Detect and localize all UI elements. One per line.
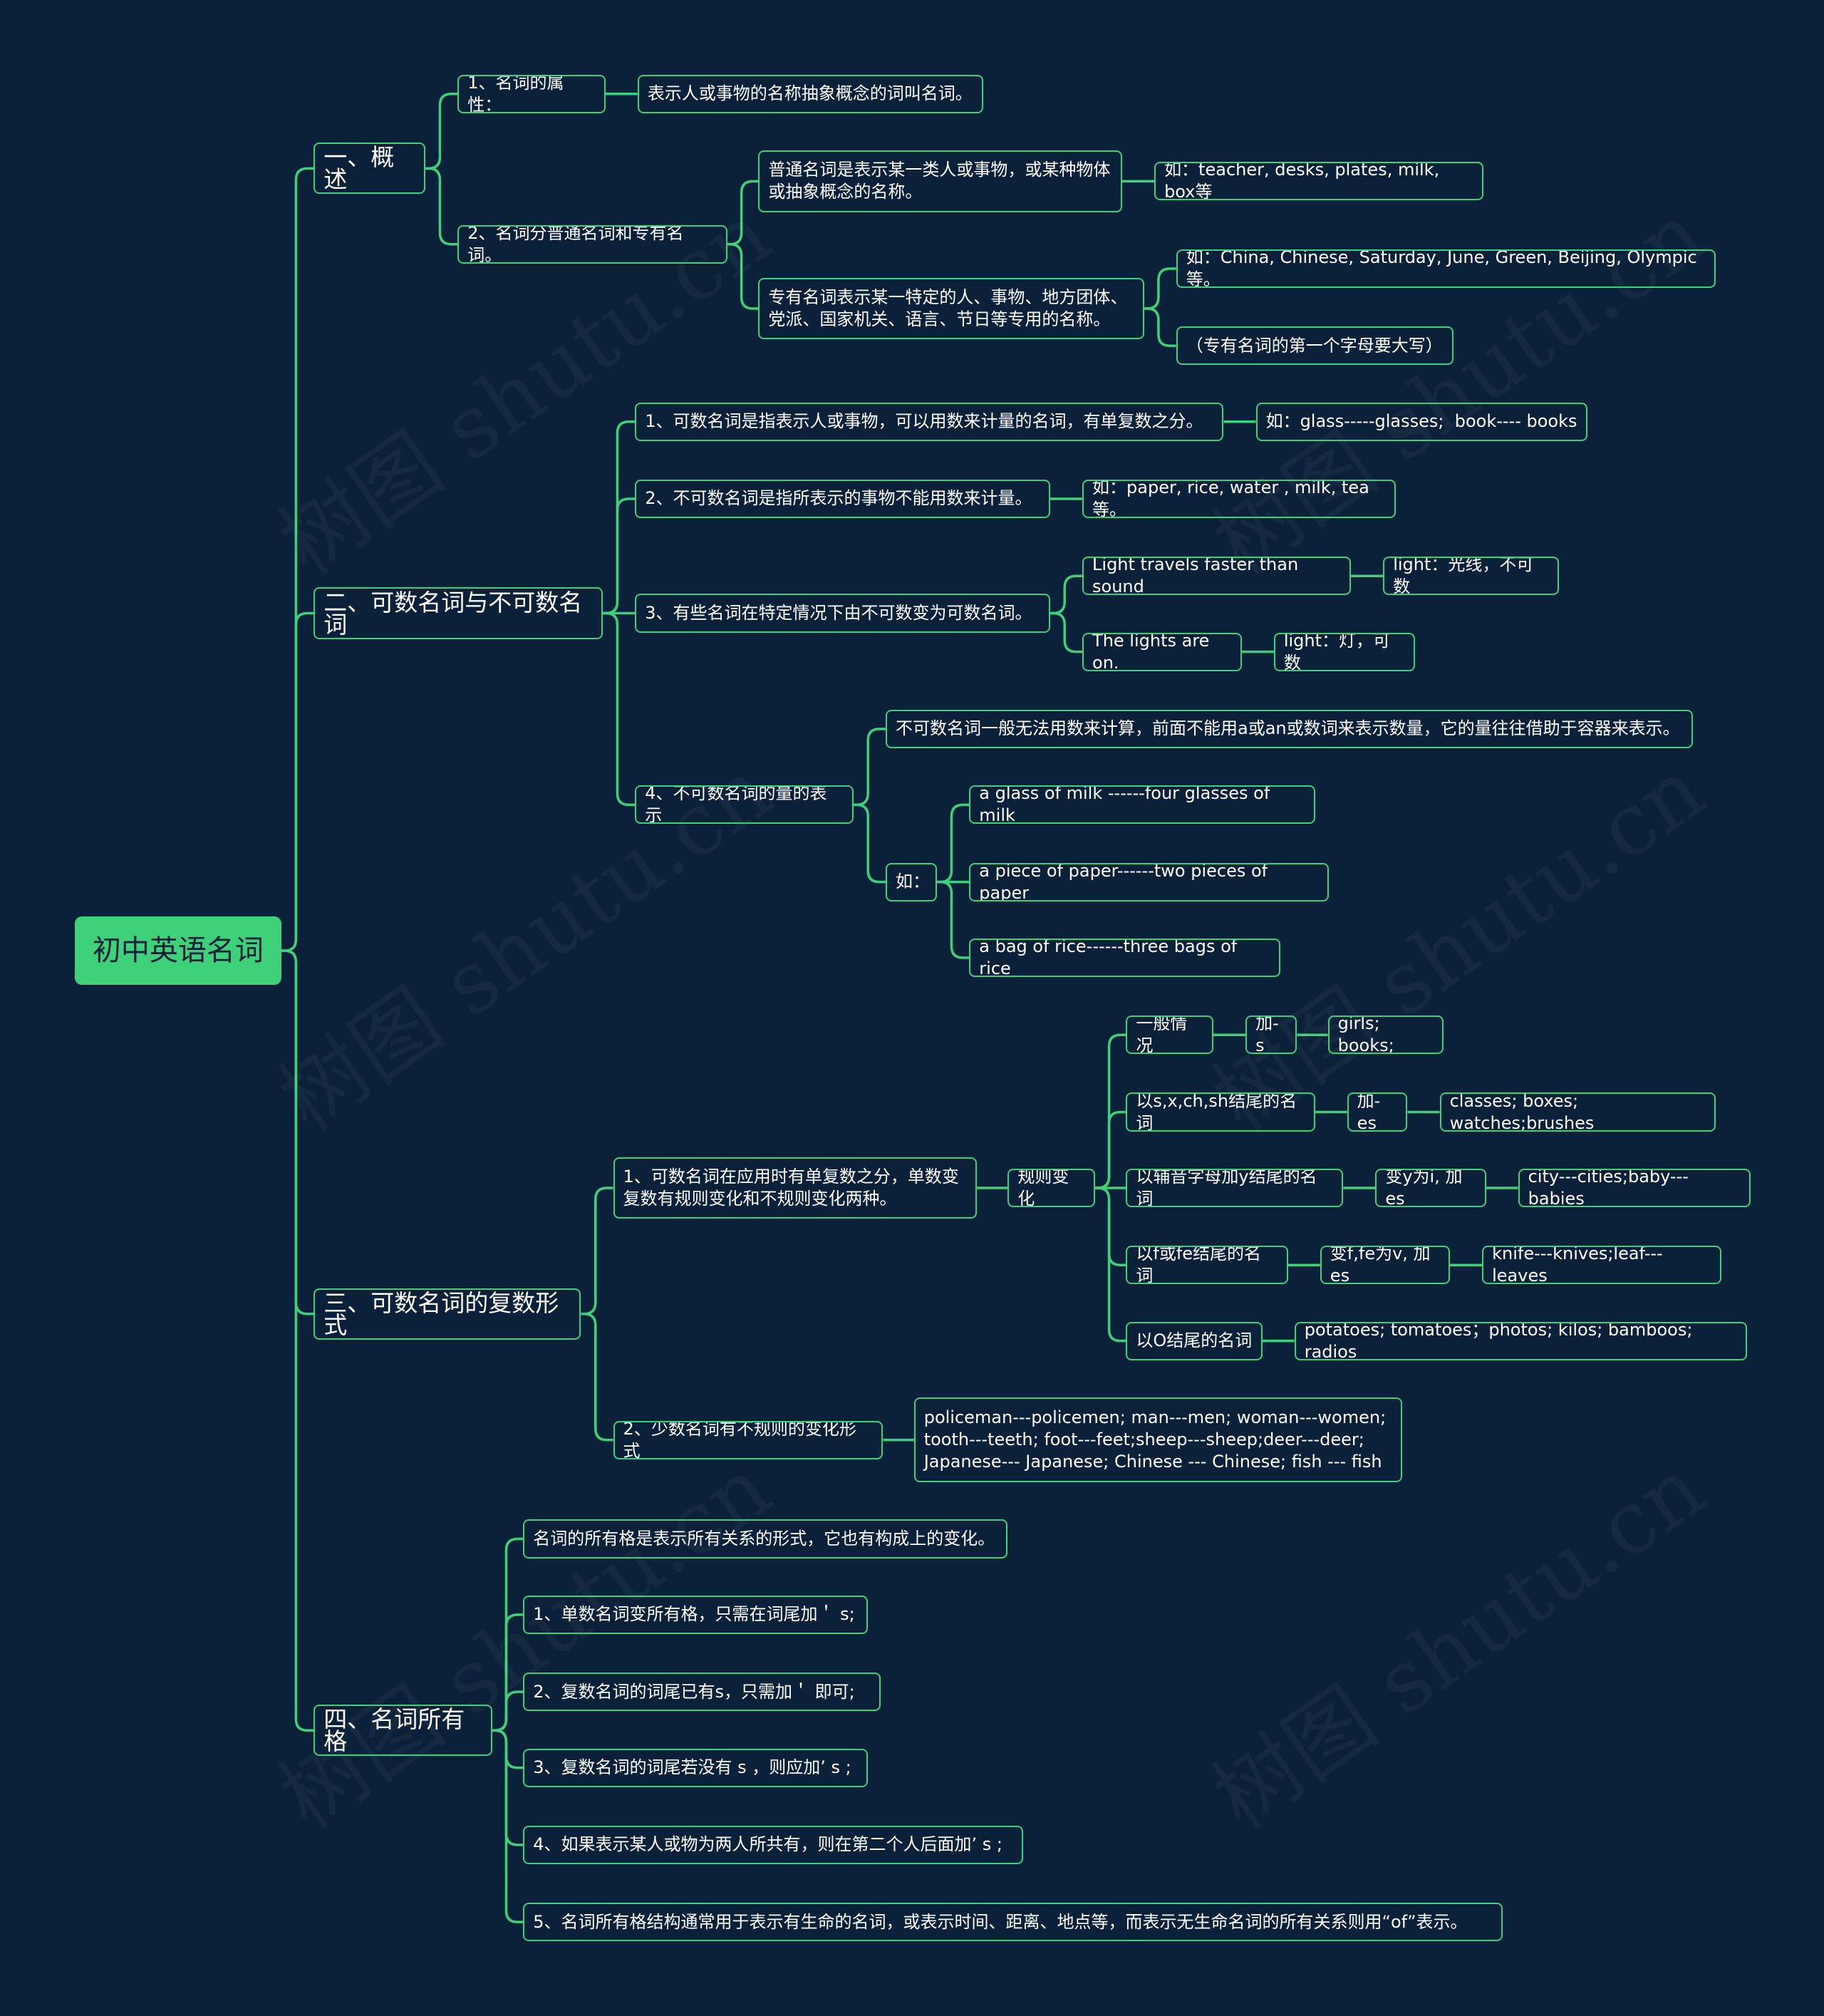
subtopic-s2-0-0[interactable]: 规则变化: [1007, 1168, 1096, 1208]
subtopic-s1-0[interactable]: 1、可数名词是指表示人或事物，可以用数来计量的名词，有单复数之分。: [635, 402, 1224, 441]
connector-line: [937, 803, 970, 884]
subtopic-s2-1-0[interactable]: policeman---policemen; man---men; woman-…: [913, 1397, 1403, 1483]
subtopic-s1-3-0[interactable]: 不可数名词一般无法用数来计算，前面不能用a或an或数词来表示数量，它的量往往借助…: [886, 709, 1693, 748]
subtopic-s2-0-0-0-0-0[interactable]: girls; books;: [1327, 1015, 1444, 1055]
subtopic-s3-2[interactable]: 2、复数名词的词尾已有s，只需加＇ 即可;: [523, 1673, 881, 1712]
connector-line: [603, 611, 636, 807]
connector-line: [492, 1537, 524, 1732]
connector-line: [1095, 1187, 1126, 1266]
subtopic-s1-1[interactable]: 2、不可数名词是指所表示的事物不能用数来计量。: [635, 479, 1050, 519]
subtopic-s1-1-0[interactable]: 如：paper, rice, water , milk, tea等。: [1082, 479, 1396, 519]
connector-line: [1144, 307, 1176, 348]
subtopic-s2-0-0-2[interactable]: 以辅音字母加y结尾的名词: [1126, 1168, 1344, 1208]
connector-line: [492, 1729, 524, 1769]
connector-line: [937, 880, 970, 959]
subtopic-s1-0-0[interactable]: 如：glass-----glasses; book---- books: [1255, 402, 1588, 441]
subtopic-s3-3[interactable]: 3、复数名词的词尾若没有 s ，则应加’ s ;: [523, 1748, 868, 1787]
subtopic-s1-2-1-0[interactable]: light：灯，可数: [1273, 632, 1416, 671]
connector-line: [1050, 574, 1083, 615]
main-topic-s0[interactable]: 一、概述: [314, 143, 426, 195]
subtopic-s0-0-0[interactable]: 表示人或事物的名称抽象概念的词叫名词。: [637, 74, 984, 113]
connector-line: [281, 949, 314, 1315]
subtopic-s0-1-1[interactable]: 专有名词表示某一特定的人、事物、地方团体、 党派、国家机关、语言、节日等专用的名…: [758, 277, 1144, 340]
connector-line: [425, 92, 458, 170]
subtopic-s2-0-0-3-0[interactable]: 变f,fe为v, 加es: [1320, 1246, 1450, 1285]
subtopic-s2-1[interactable]: 2、少数名词有不规则的变化形式: [613, 1420, 884, 1459]
connector-line: [1050, 611, 1083, 653]
subtopic-s1-3-1-1[interactable]: a piece of paper------two pieces of pape…: [969, 862, 1330, 901]
connector-line: [853, 728, 886, 807]
subtopic-s1-3-1[interactable]: 如：: [886, 862, 938, 901]
connector-line: [727, 243, 759, 310]
connector-line: [603, 497, 636, 615]
main-topic-s1[interactable]: 二、可数名词与不可数名词: [314, 587, 603, 639]
connector-line: [581, 1187, 613, 1315]
connector-line: [1144, 267, 1176, 310]
connector-line: [581, 1313, 613, 1442]
subtopic-s0-1-0[interactable]: 普通名词是表示某一类人或事物，或某种物体 或抽象概念的名称。: [758, 150, 1122, 212]
subtopic-s2-0-0-3-0-0[interactable]: knife---knives;leaf---leaves: [1482, 1246, 1721, 1285]
subtopic-s0-0[interactable]: 1、名词的属性：: [457, 74, 606, 113]
subtopic-s2-0-0-1-0[interactable]: 加-es: [1347, 1092, 1408, 1132]
subtopic-s1-3[interactable]: 4、不可数名词的量的表示: [635, 785, 854, 825]
main-topic-s3[interactable]: 四、名词所有格: [314, 1705, 492, 1757]
subtopic-s1-2[interactable]: 3、有些名词在特定情况下由不可数变为可数名词。: [635, 594, 1050, 633]
subtopic-s2-0-0-3[interactable]: 以f或fe结尾的名词: [1126, 1246, 1288, 1285]
subtopic-s2-0[interactable]: 1、可数名词在应用时有单复数之分，单数变 复数有规则变化和不规则变化两种。: [613, 1157, 978, 1219]
connector-line: [727, 180, 759, 246]
main-topic-s2[interactable]: 三、可数名词的复数形式: [314, 1288, 581, 1340]
connector-line: [281, 611, 314, 952]
subtopic-s3-5[interactable]: 5、名词所有格结构通常用于表示有生命的名词，或表示时间、距离、地点等，而表示无生…: [523, 1903, 1503, 1942]
connector-line: [281, 167, 314, 952]
subtopic-s2-0-0-0[interactable]: 一般情况: [1126, 1015, 1214, 1055]
subtopic-s3-1[interactable]: 1、单数名词变所有格，只需在词尾加＇ s;: [523, 1595, 868, 1634]
subtopic-s1-3-1-2[interactable]: a bag of rice------three bags of rice: [969, 938, 1280, 978]
connector-line: [853, 803, 886, 884]
subtopic-s0-1[interactable]: 2、名词分普通名词和专有名词。: [457, 224, 728, 264]
subtopic-s2-0-0-0-0[interactable]: 加-s: [1245, 1015, 1297, 1055]
subtopic-s2-0-0-4-0[interactable]: potatoes; tomatoes；photos; kilos; bamboo…: [1294, 1321, 1747, 1360]
connector-line: [1095, 1110, 1126, 1189]
subtopic-s2-0-0-2-0-0[interactable]: city---cities;baby---babies: [1518, 1168, 1751, 1208]
subtopic-s2-0-0-2-0[interactable]: 变y为i, 加es: [1375, 1168, 1486, 1208]
root-topic[interactable]: 初中英语名词: [74, 916, 282, 985]
subtopic-s3-0[interactable]: 名词的所有格是表示所有关系的形式，它也有构成上的变化。: [523, 1519, 1008, 1558]
subtopic-s0-1-1-0[interactable]: 如：China, Chinese, Saturday, June, Green,…: [1176, 249, 1716, 289]
connector-line: [1095, 1187, 1126, 1343]
subtopic-s1-2-0[interactable]: Light travels faster than sound: [1082, 557, 1352, 596]
connector-line: [425, 167, 458, 246]
subtopic-s1-2-1[interactable]: The lights are on.: [1082, 632, 1242, 671]
subtopic-s3-4[interactable]: 4、如果表示某人或物为两人所共有，则在第二个人后面加’ s ;: [523, 1825, 1024, 1864]
connector-line: [492, 1729, 524, 1846]
connector-line: [492, 1690, 524, 1732]
subtopic-s0-1-0-0[interactable]: 如：teacher, desks, plates, milk, box等: [1154, 162, 1483, 201]
subtopic-s2-0-0-1-0-0[interactable]: classes; boxes; watches;brushes: [1439, 1092, 1716, 1132]
connector-line: [281, 949, 314, 1732]
connector-line: [492, 1613, 524, 1732]
subtopic-s1-3-1-0[interactable]: a glass of milk ------four glasses of mi…: [969, 785, 1315, 825]
subtopic-s0-1-1-1[interactable]: （专有名词的第一个字母要大写）: [1176, 326, 1454, 366]
connector-line: [603, 420, 636, 615]
subtopic-s2-0-0-4[interactable]: 以O结尾的名词: [1126, 1321, 1263, 1360]
subtopic-s1-2-0-0[interactable]: light：光线，不可数: [1383, 557, 1560, 596]
subtopic-s2-0-0-1[interactable]: 以s,x,ch,sh结尾的名词: [1126, 1092, 1315, 1132]
connector-line: [492, 1729, 524, 1923]
